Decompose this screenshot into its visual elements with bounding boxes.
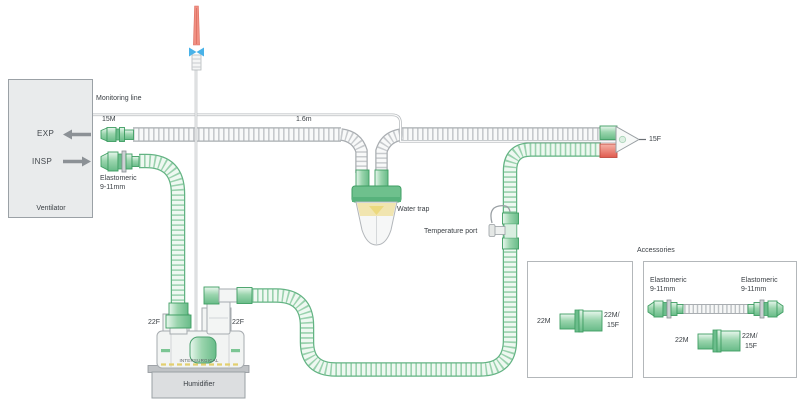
acc2-left-label: 22M	[675, 337, 689, 344]
exp-15m-connector	[100, 127, 134, 142]
tube-length-label: 1.6m	[296, 116, 312, 123]
right-port-label: 22F	[232, 319, 245, 326]
insp-elastomeric-label-1: Elastomeric	[100, 175, 137, 182]
ventilator-label: Ventilator	[36, 205, 66, 212]
acc2-right-label-1: 22M/	[742, 333, 758, 340]
acc1-right-label-1: 22M/	[604, 312, 620, 319]
humidifier-brand-label: INTERSURGICAL	[179, 358, 219, 363]
patient-y-piece	[599, 125, 646, 158]
acc2-elastomeric-left-2: 9-11mm	[650, 286, 676, 293]
humidifier-elbow	[203, 286, 253, 335]
exp-port-label: EXP	[37, 129, 55, 138]
acc2-elastomeric-right-1: Elastomeric	[741, 277, 778, 284]
insp-port-label: INSP	[32, 157, 53, 166]
insp-elastomeric-connector	[100, 150, 140, 173]
accessory-box-2	[643, 261, 797, 378]
temperature-port	[488, 204, 519, 250]
acc2-elastomeric-left-1: Elastomeric	[650, 277, 687, 284]
exp-connector-label: 15M	[102, 116, 116, 123]
insp-elastomeric-label-2: 9-11mm	[100, 184, 126, 191]
patient-connector-label: 15F	[649, 136, 662, 143]
humidifier-label: Humidifier	[183, 381, 215, 388]
humidifier-left-port	[165, 302, 192, 335]
water-trap-label: Water trap	[397, 206, 430, 213]
accessories-title: Accessories	[637, 247, 675, 254]
temperature-probe-line	[189, 5, 204, 340]
acc1-right-label-2: 15F	[607, 322, 620, 329]
left-port-label: 22F	[148, 319, 161, 326]
temperature-port-label: Temperature port	[424, 228, 478, 235]
monitoring-line-label: Monitoring line	[96, 95, 142, 102]
water-trap	[351, 169, 402, 246]
monitoring-line	[93, 113, 616, 143]
ventilator-box	[8, 79, 93, 218]
acc2-right-label-2: 15F	[745, 343, 758, 350]
acc1-left-label: 22M	[537, 318, 551, 325]
expiratory-tube	[133, 127, 601, 173]
acc2-elastomeric-right-2: 9-11mm	[741, 286, 767, 293]
inspiratory-tube-to-humidifier	[139, 153, 186, 305]
